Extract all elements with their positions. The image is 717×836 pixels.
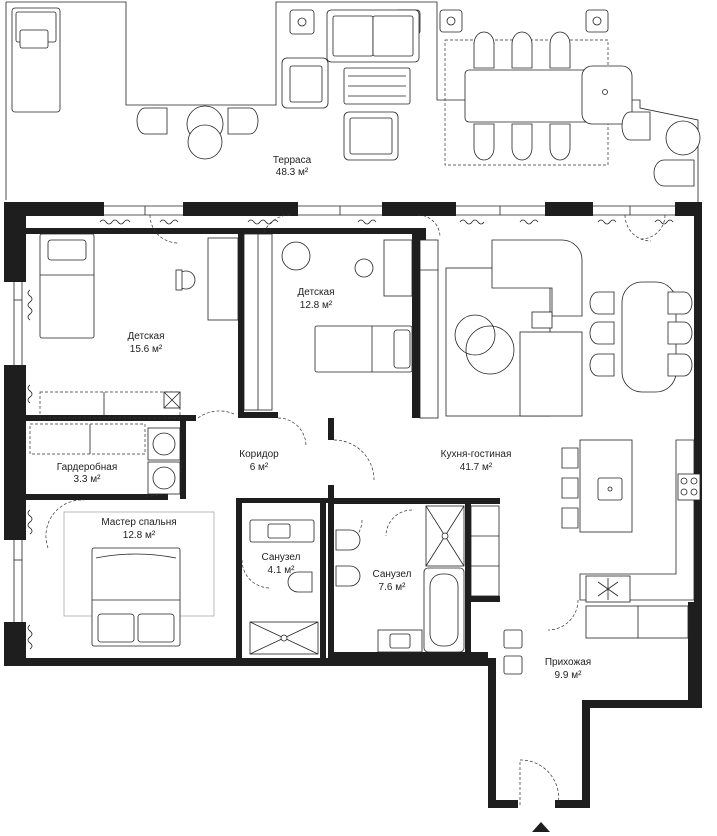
master-furniture (63, 511, 215, 647)
room-name-corridor: Коридор (239, 449, 279, 460)
room-name-kids2: Детская (297, 287, 334, 298)
terrace-outline (5, 1, 699, 205)
curtains (27, 219, 674, 650)
room-area-bath1: 4.1 м² (268, 565, 296, 576)
room-area-terrace: 48.3 м² (276, 167, 309, 178)
room-name-wardrobe: Гардеробная (57, 461, 118, 473)
bath1-fixtures (249, 519, 319, 655)
kitchen-furniture (561, 439, 701, 603)
kids1-furniture (39, 233, 239, 419)
bath2-fixtures (335, 505, 500, 653)
living-furniture (419, 239, 693, 419)
room-area-kitchen: 41.7 м² (460, 462, 493, 473)
room-area-corridor: 6 м² (250, 462, 269, 473)
room-area-master: 12.8 м² (123, 530, 156, 541)
room-name-bath1: Санузел (262, 552, 301, 563)
room-name-master: Мастер спальня (101, 517, 176, 528)
terrace-bistro-set (136, 105, 259, 160)
sun-lounger (11, 7, 61, 113)
room-area-bath2: 7.6 м² (379, 582, 407, 593)
room-labels: Терраса 48.3 м² Детская 15.6 м² Детская … (57, 155, 591, 681)
kids2-furniture (243, 233, 413, 411)
room-name-kitchen: Кухня-гостиная (441, 449, 512, 460)
room-area-kids2: 12.8 м² (300, 300, 333, 311)
room-area-kids1: 15.6 м² (130, 344, 163, 355)
terrace-lounge (281, 9, 421, 161)
wardrobe-furniture (29, 423, 181, 495)
entrance-arrow-icon (532, 822, 550, 832)
room-name-kids1: Детская (127, 331, 164, 342)
room-area-hall: 9.9 м² (555, 670, 583, 681)
room-name-terrace: Терраса (273, 155, 312, 166)
hall-furniture (503, 605, 689, 675)
room-name-hall: Прихожая (545, 657, 591, 668)
room-name-bath2: Санузел (373, 569, 412, 580)
room-area-wardrobe: 3.3 м² (74, 474, 102, 485)
terrace-dining-set (439, 9, 701, 187)
